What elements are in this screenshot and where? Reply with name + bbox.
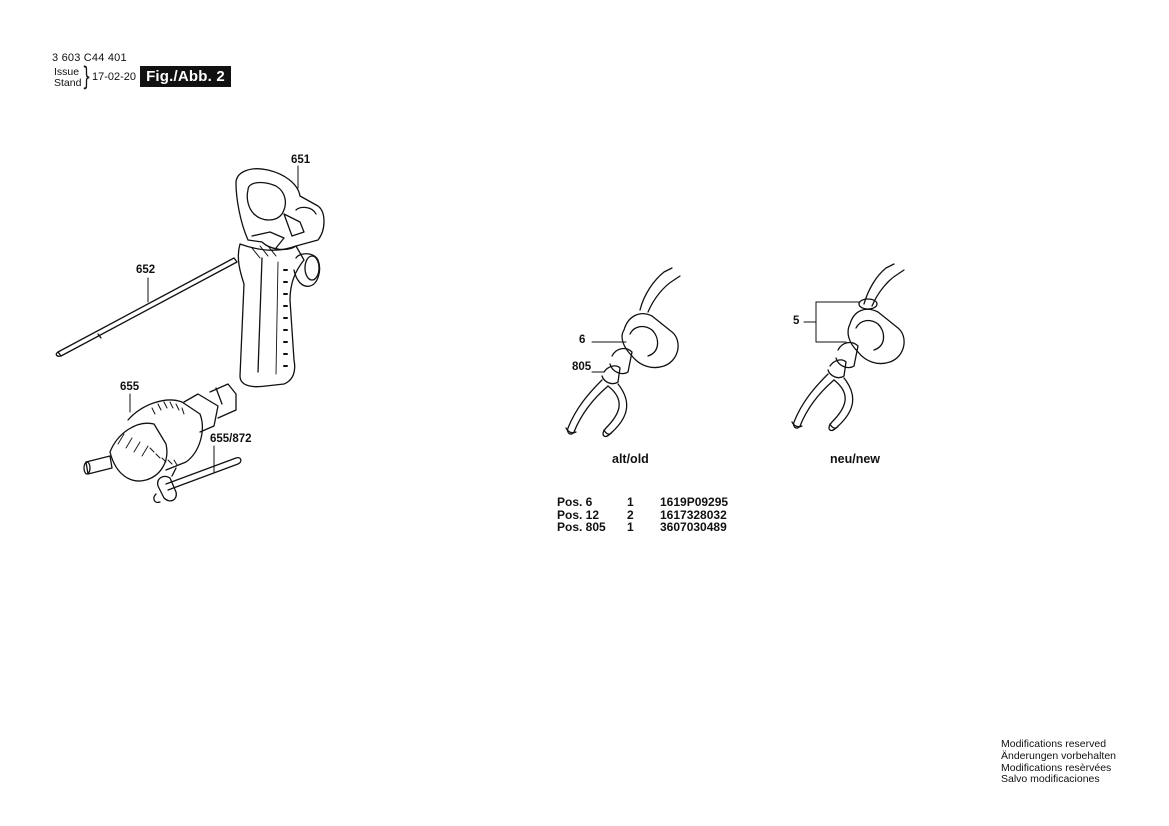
part-number-cell: 3607030489 bbox=[660, 520, 727, 534]
figure-label: Fig./Abb. 2 bbox=[140, 66, 231, 87]
table-row: Pos. 6 1 1619P09295 bbox=[557, 496, 728, 509]
notice-line: Salvo modificaciones bbox=[1001, 773, 1100, 786]
caption-old: alt/old bbox=[612, 452, 649, 466]
notice-line: Änderungen vorbehalten bbox=[1001, 749, 1117, 762]
table-row: Pos. 805 1 3607030489 bbox=[557, 521, 728, 534]
pos-cell: Pos. 6 bbox=[557, 495, 593, 509]
qty-cell: 1 bbox=[627, 495, 634, 509]
brace-glyph: } bbox=[82, 62, 92, 92]
notice-line: Modifications reserved bbox=[1001, 738, 1107, 750]
part-number-cell: 1619P09295 bbox=[660, 495, 729, 509]
auxiliary-handle-illustration bbox=[235, 168, 325, 388]
issue-date: 17-02-20 bbox=[92, 71, 137, 83]
callout-655-872: 655/872 bbox=[210, 433, 252, 445]
part-number-cell: 1617328032 bbox=[660, 507, 727, 522]
pos-cell: Pos. 12 bbox=[557, 507, 600, 522]
cable-new-illustration bbox=[791, 263, 905, 432]
document-number: 3 603 C44 401 bbox=[52, 52, 127, 64]
callout-805: 805 bbox=[572, 361, 592, 373]
issue-stand-labels: Issue Stand bbox=[54, 67, 81, 89]
cable-old-illustration bbox=[565, 267, 681, 438]
caption-new: neu/new bbox=[830, 452, 881, 466]
chuck-key-illustration bbox=[153, 456, 242, 504]
callout-651: 651 bbox=[291, 154, 311, 166]
drill-chuck-illustration bbox=[83, 383, 237, 482]
notice-line: Modifications resèrvées bbox=[1001, 761, 1112, 774]
callout-6: 6 bbox=[579, 334, 586, 346]
callout-5: 5 bbox=[793, 315, 800, 327]
qty-cell: 1 bbox=[627, 520, 634, 534]
callout-655: 655 bbox=[120, 381, 140, 393]
parts-table: Pos. 6 1 1619P09295 Pos. 12 2 1617328032… bbox=[557, 496, 728, 534]
callout-652: 652 bbox=[136, 264, 156, 276]
issue-label: Issue bbox=[54, 66, 80, 78]
modifications-notice: Modifications reserved Änderungen vorbeh… bbox=[1001, 738, 1117, 786]
pos-cell: Pos. 805 bbox=[557, 520, 606, 534]
qty-cell: 2 bbox=[627, 507, 634, 522]
depth-gauge-rod-illustration bbox=[55, 257, 238, 357]
table-row: Pos. 12 2 1617328032 bbox=[557, 507, 728, 522]
stand-label: Stand bbox=[54, 77, 82, 89]
